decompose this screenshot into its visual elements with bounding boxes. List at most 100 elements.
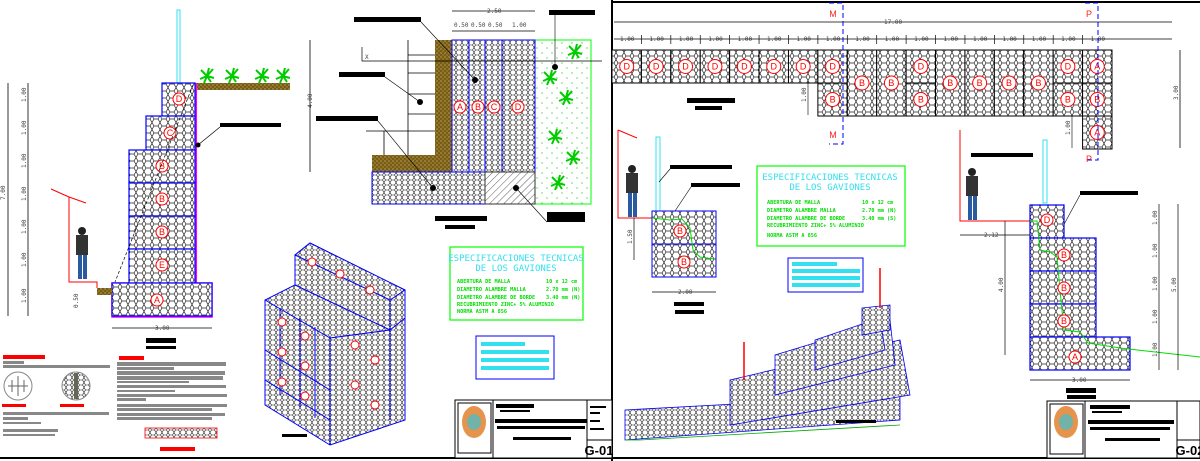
gabion-label-circle <box>913 92 929 107</box>
dim-step: 1.00 <box>1152 342 1159 357</box>
dim-unit: 1.00 <box>708 36 723 43</box>
dim-step: 1.00 <box>1152 309 1159 324</box>
backfill <box>435 40 452 172</box>
section-mark: P <box>1086 9 1092 19</box>
view-title-bar <box>674 302 704 306</box>
dim-base: 2.00 <box>678 289 693 296</box>
gabion-label: B <box>159 227 165 237</box>
gabion-label-circle <box>972 75 988 91</box>
section-mark: M <box>829 130 837 140</box>
gabion-label: B <box>677 226 683 236</box>
plan-gabion-cell <box>905 49 937 84</box>
ground-line <box>50 188 98 288</box>
spec-value: 2.70 mm (N) <box>546 287 580 293</box>
spec-value: 2.70 mm (N) <box>862 208 896 214</box>
view-title-bar <box>146 338 176 343</box>
gabion-label: B <box>859 78 865 88</box>
dim-width: 0.50 <box>471 22 486 29</box>
gabion-label: D <box>712 62 719 72</box>
dim-step: 1.00 <box>21 153 28 168</box>
dim-unit: 1.00 <box>1061 36 1076 43</box>
gabion-label: D <box>741 62 748 72</box>
spec-label: RECUBRIMIENTO ZINC+ 5% ALUMINIO <box>457 302 554 308</box>
gabion-label: A <box>1072 352 1078 362</box>
dim-unit: 1.00 <box>885 36 900 43</box>
section-mark: M <box>829 9 837 19</box>
gabion-label: B <box>1006 78 1012 88</box>
gabion-label: B <box>947 78 953 88</box>
dim-unit: 1.00 <box>796 36 811 43</box>
gabion-label-circle <box>1001 75 1017 91</box>
sheet-number: G-01 <box>585 443 614 458</box>
gabion-label: A <box>154 295 160 305</box>
dim-height: 4.00 <box>998 277 1005 292</box>
gabion-label: B <box>1061 316 1067 326</box>
sheet-number: G-02 <box>1176 443 1200 458</box>
dim-unit: 1.00 <box>649 36 664 43</box>
dim-step: 1.00 <box>21 186 28 201</box>
gabion-label: B <box>1035 78 1041 88</box>
dim-unit: 1.00 <box>855 36 870 43</box>
plan-dimensions: 17.00 3.00 1.00 1.00 M M P P <box>614 2 1181 164</box>
dim-step: 1.00 <box>1152 276 1159 291</box>
gabion-label: B <box>888 78 894 88</box>
spec-label: DIAMETRO ALAMBRE MALLA <box>457 287 527 293</box>
gabion-label-circle <box>648 59 664 74</box>
axis-label: X <box>365 54 369 61</box>
spec-subtitle: DE LOS GAVIONES <box>789 183 870 193</box>
callout-label-bar <box>220 123 281 127</box>
view-title-bar <box>435 216 487 221</box>
spec-label: RECUBRIMIENTO ZINC+ 5% ALUMINIO <box>767 223 864 229</box>
gabion-label: D <box>682 62 689 72</box>
dim-unit: 1.00 <box>620 36 635 43</box>
spec-label: DIAMETRO ALAMBRE DE BORDE <box>767 216 845 222</box>
dim-width: 1.00 <box>512 22 527 29</box>
dim-unit: 1.00 <box>973 36 988 43</box>
gabion-label: B <box>1061 283 1067 293</box>
spec-title: ESPECIFICACIONES TECNICAS <box>762 173 897 183</box>
gabion-label: D <box>1044 215 1051 225</box>
gabion-label: D <box>829 62 836 72</box>
dim-offset: 2.12 <box>984 232 999 239</box>
notes-block <box>2 355 227 451</box>
gabion-label-circle <box>913 59 929 74</box>
dim-unit: 1.00 <box>1002 36 1017 43</box>
gabion-label: B <box>977 78 983 88</box>
view-title-bar <box>1066 388 1096 393</box>
gabion-label-circle <box>825 59 841 74</box>
dim-step: 1.00 <box>21 288 28 303</box>
gabion-label: B <box>1065 95 1071 105</box>
gabion-label: D <box>623 62 630 72</box>
gabion-label-circle <box>736 59 752 74</box>
dim-unit: 1.00 <box>914 36 929 43</box>
dim-unit: 1.00 <box>738 36 753 43</box>
gabion-label: D <box>653 62 660 72</box>
spec-title: ESPECIFICACIONES TECNICAS <box>448 254 583 264</box>
gabion-label-circle <box>942 75 958 91</box>
dim-step: 1.00 <box>21 252 28 267</box>
dim-unit: 1.00 <box>944 36 959 43</box>
gabion-label-circle <box>854 75 870 91</box>
dim-side: 1.00 <box>801 87 808 102</box>
gabion-label-circle <box>825 92 841 107</box>
spec-subtitle: DE LOS GAVIONES <box>475 264 556 274</box>
fill-zone <box>534 39 592 205</box>
plants-top <box>199 67 291 84</box>
dim-footing: 0.50 <box>73 293 80 308</box>
spec-label: ABERTURA DE MALLA <box>767 200 821 206</box>
gabion-base <box>371 171 486 205</box>
dim-step: 1.00 <box>1152 243 1159 258</box>
dim-base: 3.00 <box>1072 377 1087 384</box>
title-block-2: G-02 <box>1046 400 1200 459</box>
gabion-label-circle <box>883 75 899 91</box>
cross-section-view: A B C D X 2.50 0.50 0.50 0.50 1.00 4.00 <box>307 8 602 229</box>
gabion-label: B <box>681 257 687 267</box>
spec-label: ABERTURA DE MALLA <box>457 279 511 285</box>
dim-height: 7.00 <box>0 185 7 200</box>
soil-top <box>195 83 290 90</box>
dim-step: 1.00 <box>21 120 28 135</box>
gabion-label-circle <box>1089 59 1105 74</box>
dim-total-width: 2.50 <box>487 8 502 15</box>
gabion-label: D <box>515 102 522 112</box>
gabion-label: B <box>475 102 481 112</box>
